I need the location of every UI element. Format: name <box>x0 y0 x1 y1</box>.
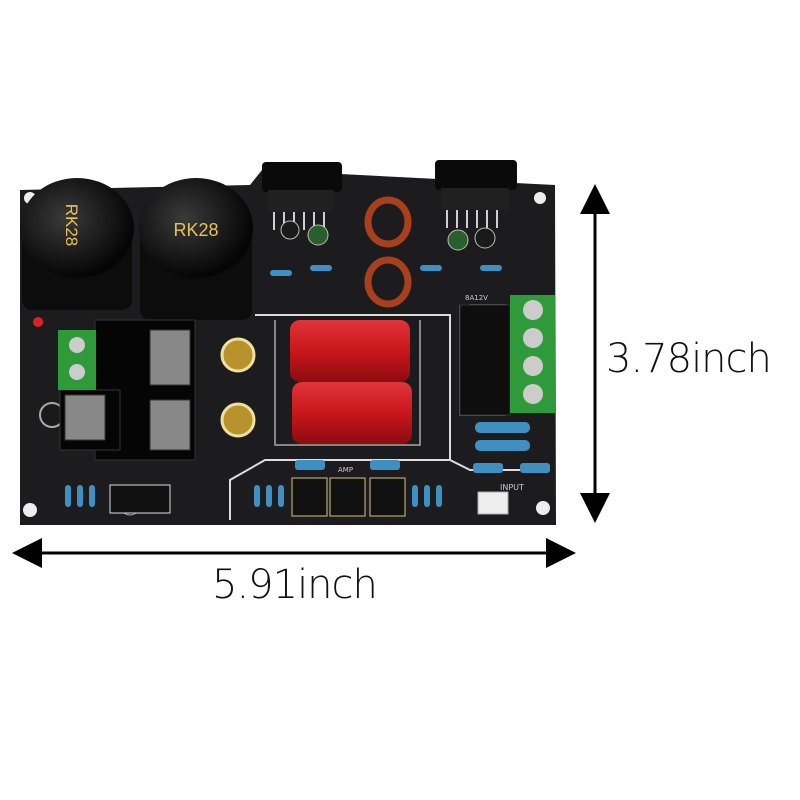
input-connector: INPUT <box>477 483 524 515</box>
width-dimension-label: 5.91inch <box>212 562 378 608</box>
film-capacitors <box>290 320 412 444</box>
power-ic-right <box>435 160 517 228</box>
relay: 8A12V <box>459 294 511 416</box>
power-ic-left <box>262 162 342 230</box>
capacitor-label-right: RK28 <box>173 220 218 240</box>
led-indicator <box>33 317 43 327</box>
amp-label: AMP <box>338 466 353 474</box>
filter-capacitor-left: RK28 <box>20 178 134 310</box>
rectifier-socket <box>109 484 171 514</box>
speaker-terminal-block <box>510 295 555 413</box>
relay-label: 8A12V <box>465 294 488 302</box>
resistors <box>65 265 550 507</box>
input-label: INPUT <box>500 483 524 492</box>
inductor-coils <box>364 196 412 308</box>
filter-capacitor-right: RK28 <box>139 178 253 320</box>
power-terminal-block <box>58 330 96 390</box>
regulator-heatsinks <box>59 319 196 461</box>
small-capacitors <box>39 220 496 516</box>
capacitor-label-left: RK28 <box>62 204 81 247</box>
height-dimension-label: 3.78inch <box>606 336 772 382</box>
opamp-sockets: AMP <box>291 466 406 517</box>
